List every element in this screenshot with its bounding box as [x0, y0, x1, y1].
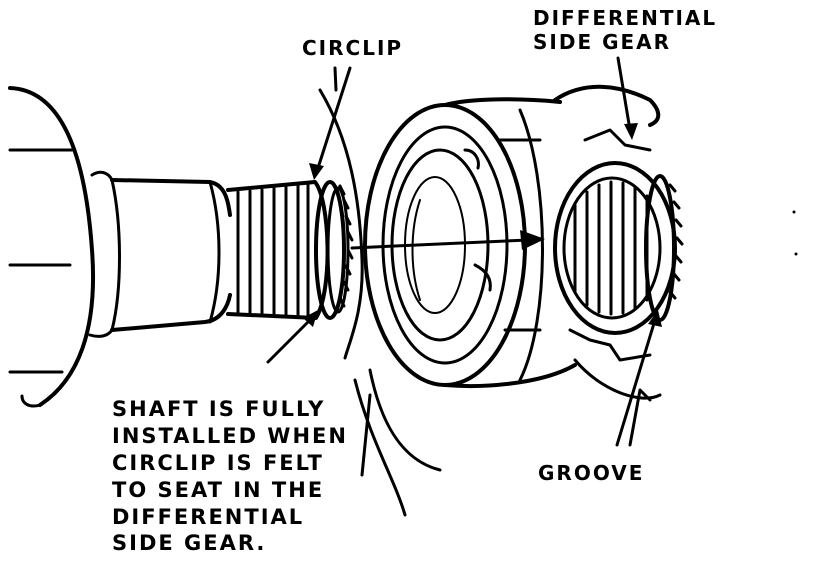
- leader-circlip: [309, 66, 352, 180]
- leader-side-gear: [616, 56, 638, 140]
- differential-case: [318, 88, 577, 517]
- installation-note: SHAFT IS FULLY INSTALLED WHEN CIRCLIP IS…: [112, 397, 348, 556]
- leader-groove: [615, 310, 662, 447]
- differential-side-gear: [553, 84, 684, 400]
- insertion-arrow: [350, 230, 545, 250]
- shaft-splines: [236, 183, 310, 318]
- groove-label: GROOVE: [538, 461, 645, 485]
- side-gear-splines: [573, 180, 649, 316]
- leader-note: [266, 310, 372, 477]
- circlip-label: CIRCLIP: [302, 36, 404, 60]
- axle-shaft-housing: [8, 86, 114, 408]
- axle-shaft: [110, 178, 330, 332]
- circlip: [314, 180, 354, 320]
- differential-side-gear-label: DIFFERENTIAL SIDE GEAR: [533, 6, 718, 55]
